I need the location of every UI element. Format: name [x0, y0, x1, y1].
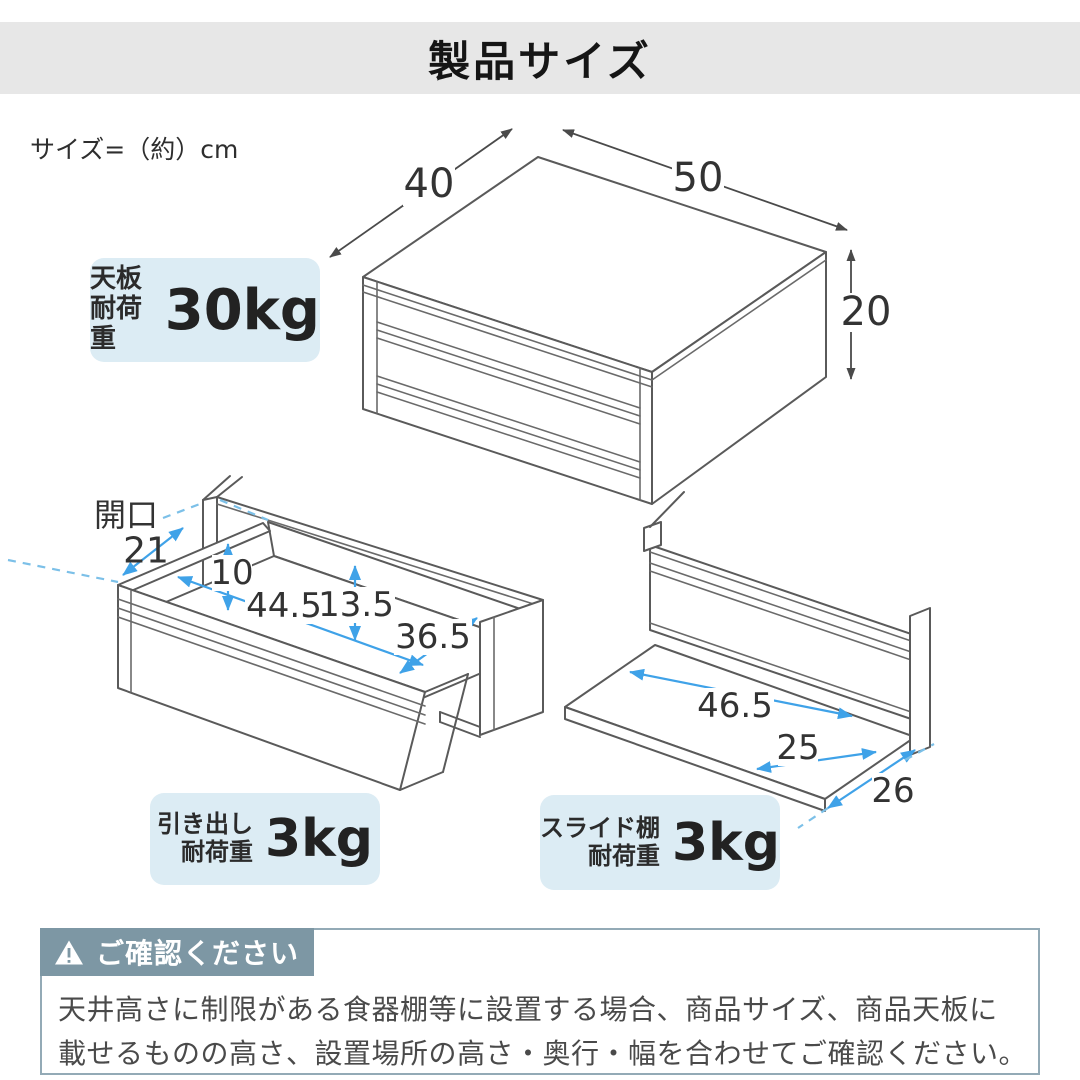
label-halo	[403, 162, 455, 206]
top-panel-load-badge: 天板 耐荷重 30kg	[90, 258, 320, 362]
drawer-back-height-label: 10	[210, 553, 253, 593]
top-panel-load-caption: 天板 耐荷重	[90, 264, 153, 355]
drawer-opening-value: 21	[123, 531, 169, 572]
label-halo	[778, 730, 818, 766]
top-panel-load-value: 30kg	[164, 277, 320, 343]
drawer-load-badge: 引き出し 耐荷重 3kg	[150, 793, 380, 885]
notice-body-line2: 載せるものの高さ、設置場所の高さ・奥行・幅を合わせてご確認ください。	[58, 1037, 1028, 1070]
notice-title: ご確認ください	[96, 937, 300, 970]
drawer-load-value: 3kg	[265, 809, 373, 869]
shelf-outer-depth-label: 26	[871, 771, 914, 811]
slide-shelf-load-line2: 耐荷重	[588, 841, 660, 870]
cabinet-depth-label: 40	[404, 161, 455, 207]
notice-body: 天井高さに制限がある食器棚等に設置する場合、商品サイズ、商品天板に 載せるものの…	[58, 988, 1028, 1076]
label-halo	[212, 555, 252, 591]
cabinet-isometric-drawing	[362, 156, 827, 505]
label-halo	[394, 619, 472, 655]
page-title: 製品サイズ	[428, 36, 652, 86]
label-halo	[872, 773, 914, 809]
shelf-inner-width-label: 46.5	[697, 686, 773, 726]
slide-shelf-load-caption: スライド棚 耐荷重	[540, 813, 660, 870]
drawer-inner-width-label: 44.5	[246, 586, 322, 626]
label-halo	[317, 587, 395, 623]
drawer-load-line2: 耐荷重	[181, 838, 253, 866]
drawer-isometric-drawing	[117, 475, 544, 791]
shelf-dimension-labels: 46.5 25 26	[696, 686, 915, 811]
header-bar: 製品サイズ	[0, 22, 1080, 94]
shelf-depth-label: 25	[776, 728, 819, 768]
notice-title-badge: ご確認ください	[40, 928, 314, 976]
drawer-opening-word: 開口	[94, 496, 158, 534]
label-halo	[672, 156, 724, 200]
label-halo	[245, 588, 323, 624]
drawer-inner-height-label: 13.5	[318, 585, 394, 625]
warning-triangle-icon	[55, 940, 83, 964]
cabinet-height-label: 20	[841, 289, 892, 335]
drawer-dimension-labels: 開口 21 10 44.5 13.5 36.5	[94, 496, 472, 657]
drawer-inner-depth-label: 36.5	[395, 617, 471, 657]
slide-shelf-isometric-drawing	[564, 491, 931, 812]
slide-shelf-load-line1: スライド棚	[540, 813, 660, 842]
cabinet-dimension-labels: 40 50 20	[403, 155, 891, 335]
size-unit-note: サイズ=（約）cm	[30, 135, 239, 164]
drawer-load-caption: 引き出し 耐荷重	[157, 811, 253, 866]
slide-shelf-load-badge: スライド棚 耐荷重 3kg	[540, 795, 780, 890]
slide-shelf-load-value: 3kg	[672, 812, 780, 873]
label-halo	[696, 688, 774, 724]
cabinet-width-label: 50	[673, 155, 724, 201]
top-panel-load-line2: 耐荷重	[90, 294, 143, 354]
notice-body-line1: 天井高さに制限がある食器棚等に設置する場合、商品サイズ、商品天板に	[58, 993, 998, 1026]
top-panel-load-line1: 天板	[90, 264, 143, 295]
drawer-load-line1: 引き出し	[157, 810, 253, 839]
confirmation-notice-box: ご確認ください 天井高さに制限がある食器棚等に設置する場合、商品サイズ、商品天板…	[40, 928, 1040, 1075]
